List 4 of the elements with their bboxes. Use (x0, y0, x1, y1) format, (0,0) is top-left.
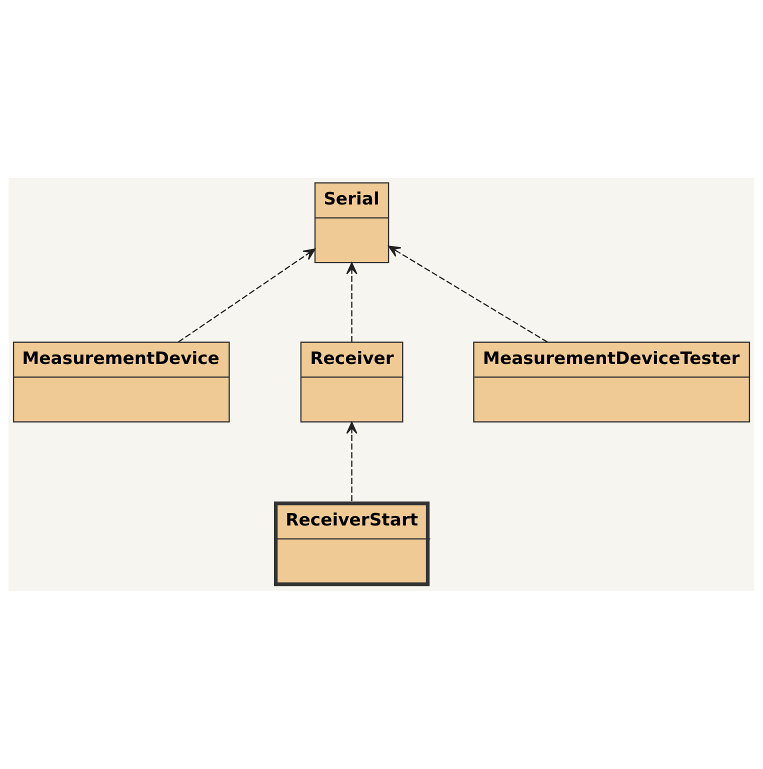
arrow (346, 262, 358, 342)
arrow (178, 248, 316, 343)
arrow (346, 422, 358, 502)
arrow (388, 246, 548, 343)
